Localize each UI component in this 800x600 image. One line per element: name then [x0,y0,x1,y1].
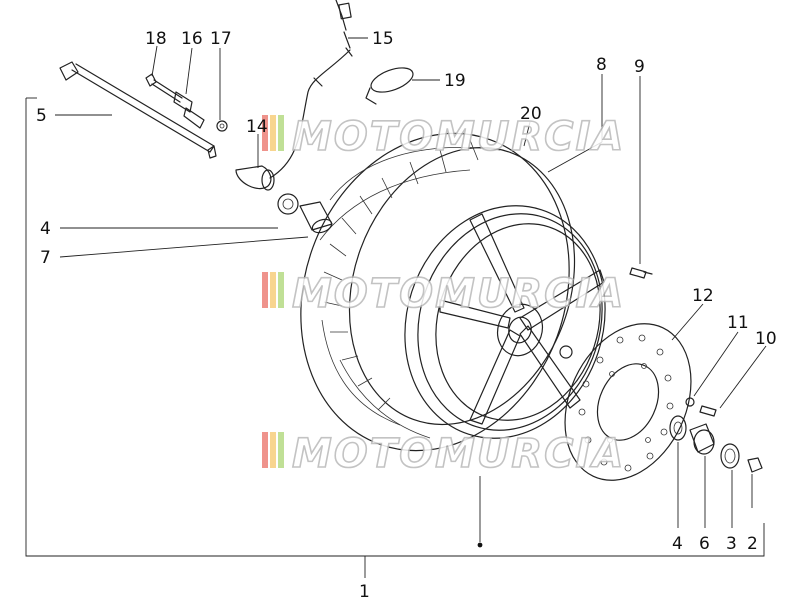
watermark-bar-red [262,272,268,308]
callout-11: 11 [727,313,749,333]
callout-2: 2 [747,534,758,554]
watermark-bar-red [262,432,268,468]
assembly-dot [477,542,483,548]
watermark-bar-red [262,115,268,151]
right-hub-parts [669,397,763,473]
watermark-bar-yellow [270,115,276,151]
watermark-text-bottom: MOTOMURCIA [292,431,625,477]
watermark-bottom: MOTOMURCIA [262,430,625,478]
tyre [300,132,576,452]
callout-10: 10 [755,329,777,349]
left-seal-spacer [277,193,333,234]
callout-9: 9 [634,57,645,77]
watermark-bar-green [278,115,284,151]
assembly-bracket [25,97,765,578]
callout-5: 5 [36,106,47,126]
watermark-bar-yellow [270,432,276,468]
clamp-group [145,73,228,132]
watermark-bar-green [278,272,284,308]
callout-8: 8 [596,55,607,75]
callout-4-right: 4 [672,534,683,554]
callout-18: 18 [145,29,167,49]
watermark-text-middle: MOTOMURCIA [292,271,625,317]
rim [404,205,606,439]
callout-15: 15 [372,29,394,49]
callout-14: 14 [246,117,268,137]
axle [59,61,217,159]
callout-20: 20 [520,104,542,124]
valve [629,267,653,279]
watermark-middle: MOTOMURCIA [262,270,625,318]
callouts: 18 16 17 15 19 5 14 20 8 9 4 7 12 11 10 … [36,29,777,600]
brake-disc [564,323,692,481]
watermark-bar-green [278,432,284,468]
callout-7: 7 [40,248,51,268]
callout-12: 12 [692,286,714,306]
callout-6: 6 [699,534,710,554]
callout-19: 19 [444,71,466,91]
callout-17: 17 [210,29,232,49]
callout-4-left: 4 [40,219,51,239]
leader-lines [55,37,767,548]
watermark-bar-yellow [270,272,276,308]
spring-clip [365,67,414,105]
callout-1: 1 [359,582,370,600]
speedometer-cable [235,0,353,191]
callout-16: 16 [181,29,203,49]
watermark-text-top: MOTOMURCIA [292,114,625,160]
callout-3: 3 [726,534,737,554]
watermark-top: MOTOMURCIA [262,113,625,161]
